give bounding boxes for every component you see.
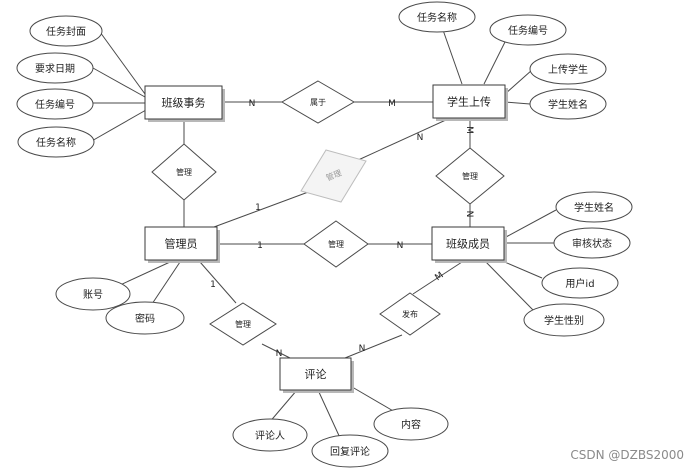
attribute-label: 任务封面	[46, 25, 86, 38]
attribute-label: 密码	[135, 312, 155, 325]
attribute-upload-student: 上传学生	[529, 53, 607, 85]
edge-account-to-admin	[117, 261, 171, 287]
cardinality-admin-manage: 1	[257, 241, 263, 251]
relationship-manage-upload-member: 管理	[435, 147, 505, 205]
relationship-label: 管理	[462, 171, 478, 181]
cardinality-publish-comment: N	[359, 344, 366, 354]
attribute-label: 账号	[83, 289, 103, 301]
relationship-label: 属于	[310, 98, 326, 107]
relationship-label: 发布	[402, 309, 418, 319]
attribute-required-date: 要求日期	[16, 52, 94, 84]
attribute-label: 用户id	[565, 277, 594, 290]
edge-reply-to-comment	[317, 389, 342, 441]
entity-admin: 管理员	[144, 226, 220, 263]
edge-faded-to-upload	[355, 118, 449, 162]
attribute-member-student-name: 学生姓名	[555, 191, 633, 223]
attribute-label: 任务名称	[36, 136, 76, 149]
edge-upstudent-to-upload	[504, 69, 533, 95]
edge-password-to-admin	[149, 261, 181, 308]
relationship-label: 管理	[328, 239, 344, 249]
edge-admin-to-faded	[213, 190, 312, 228]
relationship-manage-faded: 管理	[300, 149, 367, 203]
attribute-label: 学生姓名	[574, 201, 614, 214]
watermark: CSDN @DZBS2000	[570, 448, 684, 462]
attribute-upload-task-number: 任务编号	[489, 14, 567, 46]
attribute-task-number: 任务编号	[16, 88, 94, 120]
cardinality-member-publish: M	[434, 270, 446, 283]
edge-cover-to-affair	[99, 31, 146, 95]
relationship-label: 管理	[235, 319, 251, 329]
attribute-user-id: 用户id	[541, 267, 619, 299]
attribute-review-status: 审核状态	[553, 227, 631, 259]
edge-mstuname-to-member	[505, 209, 557, 238]
edge-manage-d-to-comment	[261, 343, 295, 361]
edge-content-to-comment	[346, 383, 396, 413]
edge-upno-to-upload	[483, 39, 507, 85]
cardinality-affair-belong: N	[249, 99, 256, 109]
entity-label: 评论	[305, 367, 327, 381]
attribute-label: 任务编号	[35, 98, 75, 111]
edge-upname-to-upload	[442, 29, 463, 85]
entity-label: 管理员	[165, 237, 198, 251]
attribute-label: 内容	[401, 418, 421, 431]
cardinality-belong-upload: M	[388, 99, 396, 109]
edge-member-to-publish	[412, 261, 463, 295]
relationship-manage-comment: 管理	[209, 302, 277, 346]
attribute-task-name: 任务名称	[17, 126, 95, 158]
relationship-publish: 发布	[379, 292, 441, 336]
cardinality-manage-member: N	[464, 211, 474, 218]
relationship-manage-admin-member: 管理	[303, 220, 369, 268]
attribute-content: 内容	[373, 407, 449, 441]
entity-class-member: 班级成员	[431, 226, 507, 263]
entity-comment: 评论	[279, 357, 354, 393]
cardinality-manage-comment: N	[276, 349, 283, 359]
attribute-label: 学生性别	[544, 314, 584, 327]
relationship-label: 管理	[176, 167, 192, 177]
attribute-task-cover: 任务封面	[29, 15, 103, 47]
attribute-upload-task-name: 任务名称	[398, 1, 476, 33]
edge-publish-to-comment	[339, 334, 403, 361]
attribute-label: 学生姓名	[548, 98, 588, 111]
attribute-student-gender: 学生性别	[523, 303, 605, 337]
entity-affair: 班级事务	[144, 85, 225, 122]
attribute-label: 回复评论	[330, 445, 370, 458]
attribute-commenter: 评论人	[232, 418, 308, 452]
edge-upstuname-to-upload	[504, 101, 531, 105]
cardinality-upload-manage: M	[464, 126, 474, 134]
relationship-manage-affair: 管理	[151, 143, 217, 201]
attribute-label: 评论人	[255, 429, 285, 442]
edge-gender-to-member	[483, 259, 534, 311]
cardinality-admin-faded: 1	[255, 203, 261, 213]
entity-label: 学生上传	[447, 95, 491, 109]
entity-label: 班级事务	[162, 97, 206, 110]
relationship-belong: 属于	[281, 80, 355, 124]
cardinality-manage-member-b: N	[397, 241, 404, 251]
attribute-label: 审核状态	[572, 237, 612, 250]
cardinality-admin-comment-manage: 1	[210, 280, 216, 290]
edge-date-to-affair	[92, 67, 146, 98]
attribute-label: 要求日期	[35, 63, 75, 75]
entity-student-upload: 学生上传	[432, 84, 508, 121]
entity-label: 班级成员	[446, 238, 490, 251]
cardinality-upload-faded: N	[417, 133, 424, 143]
attribute-label: 任务编号	[508, 24, 548, 37]
attribute-account: 账号	[55, 277, 131, 311]
edge-group	[89, 29, 557, 441]
attribute-label: 任务名称	[417, 11, 457, 24]
edge-taskname-to-affair	[89, 109, 147, 143]
attribute-label: 上传学生	[548, 63, 588, 76]
attribute-reply-comment: 回复评论	[311, 434, 389, 468]
edge-commenter-to-comment	[267, 389, 298, 425]
attribute-upload-student-name: 学生姓名	[529, 88, 607, 120]
attribute-password: 密码	[105, 301, 185, 335]
edge-admin-to-manage-d	[199, 261, 237, 304]
